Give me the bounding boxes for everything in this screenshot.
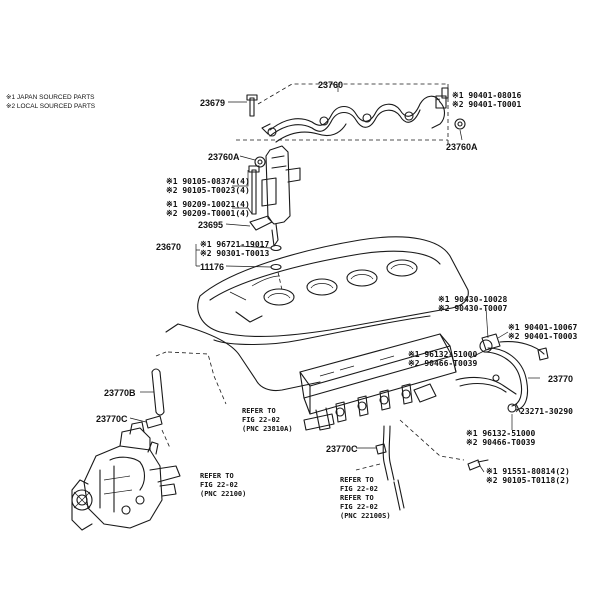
label-90401-08016: ※1 90401-08016 bbox=[452, 91, 522, 100]
bolt-91551 bbox=[467, 459, 489, 471]
leader-lines bbox=[129, 86, 540, 473]
ref3-line4: FIG 22-02 bbox=[340, 503, 378, 511]
ref2-line3: (PNC 22100) bbox=[200, 490, 246, 498]
label-11176: 11176 bbox=[200, 262, 224, 272]
fuel-injector bbox=[248, 145, 301, 271]
rail-to-pump-pipe bbox=[375, 425, 405, 511]
bolt-23679 bbox=[246, 94, 258, 117]
label-96721-19017: ※1 96721-19017 bbox=[200, 240, 270, 249]
label-90105-t0118: ※2 90105-T0118(2) bbox=[486, 476, 570, 485]
engine-cylinder-head bbox=[165, 236, 469, 392]
hose-clamp-lower bbox=[507, 403, 517, 413]
label-90209-10021: ※1 90209-10021(4) bbox=[166, 200, 250, 209]
clamp-bolt bbox=[251, 169, 257, 215]
ref3-line3: REFER TO bbox=[340, 494, 374, 502]
label-23760a-top: 23760A bbox=[208, 152, 240, 162]
common-rail bbox=[299, 333, 457, 431]
ref2-line1: REFER TO bbox=[200, 472, 234, 480]
injection-pipe-assembly bbox=[236, 83, 449, 146]
label-90401-10067: ※1 90401-10067 bbox=[508, 323, 578, 332]
legend-local-sourced: ※2 LOCAL SOURCED PARTS bbox=[6, 103, 96, 110]
label-23770b: 23770B bbox=[104, 388, 136, 398]
legend: ※1 JAPAN SOURCED PARTS ※2 LOCAL SOURCED … bbox=[6, 94, 96, 110]
part-labels: 23760 23679 23760A 23760A ※1 90401-08016… bbox=[96, 80, 578, 520]
label-23760: 23760 bbox=[318, 80, 343, 90]
union-bolt-right bbox=[537, 347, 549, 361]
label-23695: 23695 bbox=[198, 220, 223, 230]
banjo-fitting bbox=[479, 339, 493, 353]
label-23760a-right: 23760A bbox=[446, 142, 478, 152]
ref1-line1: REFER TO bbox=[242, 407, 276, 415]
label-90105-08374: ※1 90105-08374(4) bbox=[166, 177, 250, 186]
supply-pump bbox=[71, 421, 181, 531]
label-23770: 23770 bbox=[548, 374, 573, 384]
rail-port-1 bbox=[335, 407, 345, 417]
pipe-clamp-23770c-mid bbox=[375, 443, 387, 455]
pump-clamp-23770c bbox=[147, 441, 159, 455]
hose-clamp-23770c-left bbox=[145, 415, 163, 429]
cylinder-bore-1 bbox=[263, 288, 295, 306]
ref3-line1: REFER TO bbox=[340, 476, 374, 484]
cylinder-bore-3 bbox=[346, 269, 378, 287]
fuel-hose-23770b bbox=[145, 368, 165, 429]
label-96132-51000-a: ※1 96132-51000 bbox=[408, 350, 478, 359]
ref3-line2: FIG 22-02 bbox=[340, 485, 378, 493]
gasket-23760a-right bbox=[454, 118, 466, 130]
pipe-nut-left bbox=[267, 127, 277, 137]
pipe-clamp-1 bbox=[319, 116, 329, 126]
label-90401-t0001: ※2 90401-T0001 bbox=[452, 100, 522, 109]
pipe-clamp-3 bbox=[404, 111, 414, 121]
label-90430-t0007: ※2 90430-T0007 bbox=[438, 304, 508, 313]
pipe-end-right bbox=[435, 87, 466, 130]
ref2-line2: FIG 22-02 bbox=[200, 481, 238, 489]
hose-clamp-upper bbox=[492, 374, 500, 382]
rail-port-2 bbox=[357, 401, 367, 411]
ref1-line3: (PNC 23810A) bbox=[242, 425, 293, 433]
ref3-line5: (PNC 22100S) bbox=[340, 512, 391, 520]
label-23770c-left: 23770C bbox=[96, 414, 128, 424]
cylinder-bore-2 bbox=[306, 278, 338, 296]
injector-clamp bbox=[249, 215, 273, 231]
gasket-23760a-top bbox=[254, 156, 266, 168]
cylinder-bore-4 bbox=[386, 259, 418, 277]
legend-japan-sourced: ※1 JAPAN SOURCED PARTS bbox=[6, 94, 95, 101]
pipe-clamp-2 bbox=[362, 113, 372, 123]
label-23770c-mid: 23770C bbox=[326, 444, 358, 454]
label-23679: 23679 bbox=[200, 98, 225, 108]
label-90466-t0039-a: ※2 90466-T0039 bbox=[408, 359, 478, 368]
ref1-line2: FIG 22-02 bbox=[242, 416, 280, 424]
rail-port-4 bbox=[401, 389, 411, 399]
label-90105-t0023: ※2 90105-T0023(4) bbox=[166, 186, 250, 195]
label-96132-51000-b: ※1 96132-51000 bbox=[466, 429, 536, 438]
label-90301-t0013: ※2 90301-T0013 bbox=[200, 249, 270, 258]
injector-seal-ring bbox=[270, 244, 282, 252]
label-23670: 23670 bbox=[156, 242, 181, 252]
label-90209-t0001: ※2 90209-T0001(4) bbox=[166, 209, 250, 218]
label-90466-t0039-b: ※2 90466-T0039 bbox=[466, 438, 536, 447]
injector-gasket-11176 bbox=[270, 263, 282, 271]
pump-drive-gear bbox=[71, 489, 93, 511]
label-91551-80814: ※1 91551-80814(2) bbox=[486, 467, 570, 476]
fuel-return-hose-23770 bbox=[455, 333, 549, 413]
label-90401-t0003: ※2 90401-T0003 bbox=[508, 332, 578, 341]
label-90430-10028: ※1 90430-10028 bbox=[438, 295, 508, 304]
label-23271-30290: 23271-30290 bbox=[520, 407, 573, 416]
rail-port-3 bbox=[379, 395, 389, 405]
